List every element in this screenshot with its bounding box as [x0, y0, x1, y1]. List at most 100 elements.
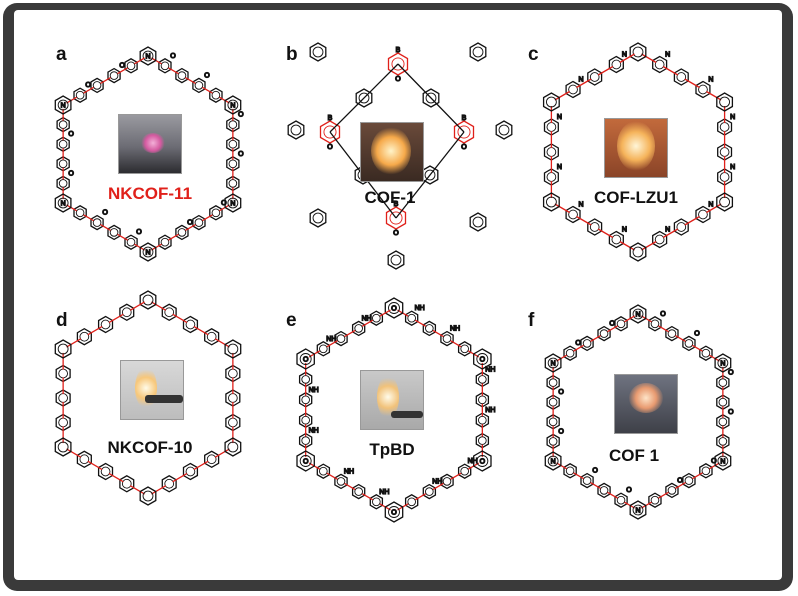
aromatic-circle	[548, 437, 558, 446]
aromatic-circle	[164, 478, 175, 489]
flame-glow	[629, 383, 663, 413]
heteroatom-label: O	[102, 210, 108, 217]
node-atom-label: N	[720, 459, 725, 466]
aromatic-circle	[442, 477, 452, 486]
sample-tip	[391, 411, 423, 418]
nkcof10-flame-photo	[120, 360, 184, 420]
boroxine-ring	[319, 120, 341, 144]
aromatic-circle	[354, 324, 363, 333]
heteroatom-label: O	[728, 409, 734, 416]
linkage-bond	[450, 472, 462, 480]
aromatic-circle	[717, 357, 729, 369]
aromatic-circle	[109, 228, 119, 237]
heteroatom-label: NH	[432, 479, 442, 486]
linkage-bond	[641, 240, 657, 251]
flame-glow	[141, 133, 165, 153]
heteroatom-label: NH	[485, 407, 495, 414]
heteroatom-label: O	[68, 131, 74, 138]
linkage-bond	[619, 240, 635, 251]
heteroatom-label: O	[728, 370, 734, 377]
aromatic-circle	[650, 495, 660, 505]
triazine-node	[224, 193, 242, 213]
panel-letter-d: d	[56, 310, 68, 331]
panel-letter-e: e	[286, 310, 297, 331]
aromatic-circle	[701, 348, 711, 358]
aromatic-circle	[582, 339, 592, 348]
heteroatom-label: O	[626, 487, 632, 494]
aromatic-circle	[185, 319, 196, 330]
aromatic-circle	[228, 120, 238, 129]
cof1-flame-photo	[360, 122, 424, 182]
linkage-bond	[619, 53, 635, 64]
phenyl-ring	[495, 120, 513, 140]
heteroatom-label: N	[708, 77, 713, 84]
benzene-node	[139, 486, 157, 506]
phenylene-linker	[355, 88, 373, 108]
heteroatom-label: O	[238, 151, 244, 158]
heteroatom-label: O	[221, 200, 227, 207]
node-atom-label: N	[230, 103, 235, 110]
heteroatom-label: NH	[309, 387, 319, 394]
aromatic-circle	[676, 72, 687, 82]
triformylphloroglucinol-node	[473, 450, 492, 472]
benzene-node	[224, 437, 242, 457]
linkage-bond	[100, 223, 111, 232]
aromatic-circle	[100, 319, 111, 330]
linkage-bond	[151, 301, 167, 311]
aromatic-circle	[548, 378, 558, 387]
linkage-bond	[554, 203, 570, 214]
aromatic-circle	[228, 159, 238, 169]
pyrazine-linker	[182, 315, 199, 334]
aromatic-circle	[498, 124, 510, 136]
heteroatom-label: O	[136, 229, 142, 236]
aromatic-circle	[57, 441, 69, 453]
aromatic-circle	[227, 343, 239, 355]
linkage-bond	[597, 65, 614, 76]
aromatic-circle	[319, 466, 328, 476]
linkage-bond	[641, 501, 652, 509]
aromatic-circle	[684, 476, 694, 485]
aromatic-circle	[358, 92, 370, 104]
triazine-node	[629, 500, 647, 520]
aromatic-circle	[684, 339, 694, 348]
phenylene-linker	[652, 230, 668, 249]
aromatic-circle	[654, 234, 665, 245]
triformylphloroglucinol-node	[296, 348, 315, 370]
aromatic-circle	[718, 437, 728, 446]
node-atom-label: N	[145, 250, 150, 257]
phenylene-linker	[652, 55, 668, 74]
linkage-bond	[554, 90, 570, 101]
heteroatom-label: N	[579, 77, 584, 84]
aromatic-circle	[109, 71, 119, 80]
linkage-bond	[379, 309, 391, 317]
phenylene-bridge	[395, 131, 465, 219]
benzene-node	[139, 290, 157, 310]
aromatic-circle	[407, 497, 416, 507]
heteroatom-label: O	[575, 340, 581, 347]
aromatic-circle	[372, 313, 381, 323]
flame-glow	[371, 127, 411, 175]
aromatic-circle	[301, 375, 310, 384]
aromatic-circle	[75, 208, 85, 218]
aromatic-circle	[185, 466, 196, 477]
aromatic-circle	[58, 120, 68, 129]
aromatic-circle	[390, 254, 402, 266]
aromatic-circle	[717, 455, 729, 467]
aromatic-circle	[142, 294, 154, 306]
heteroatom-label: N	[622, 52, 627, 59]
aromatic-circle	[599, 329, 609, 338]
flame-glow	[377, 375, 399, 419]
aromatic-circle	[388, 302, 400, 314]
linkage-bond	[201, 86, 213, 94]
aromatic-circle	[299, 455, 312, 467]
phenyl-ring	[469, 42, 487, 62]
linkage-bond	[590, 481, 601, 490]
heteroatom-label: N	[708, 202, 713, 209]
linkage-bond	[108, 313, 124, 324]
linkage-bond	[432, 329, 444, 338]
aromatic-circle	[701, 466, 711, 476]
node-atom-label: N	[61, 103, 66, 110]
triazine-node	[139, 242, 157, 262]
aromatic-circle	[58, 393, 68, 403]
